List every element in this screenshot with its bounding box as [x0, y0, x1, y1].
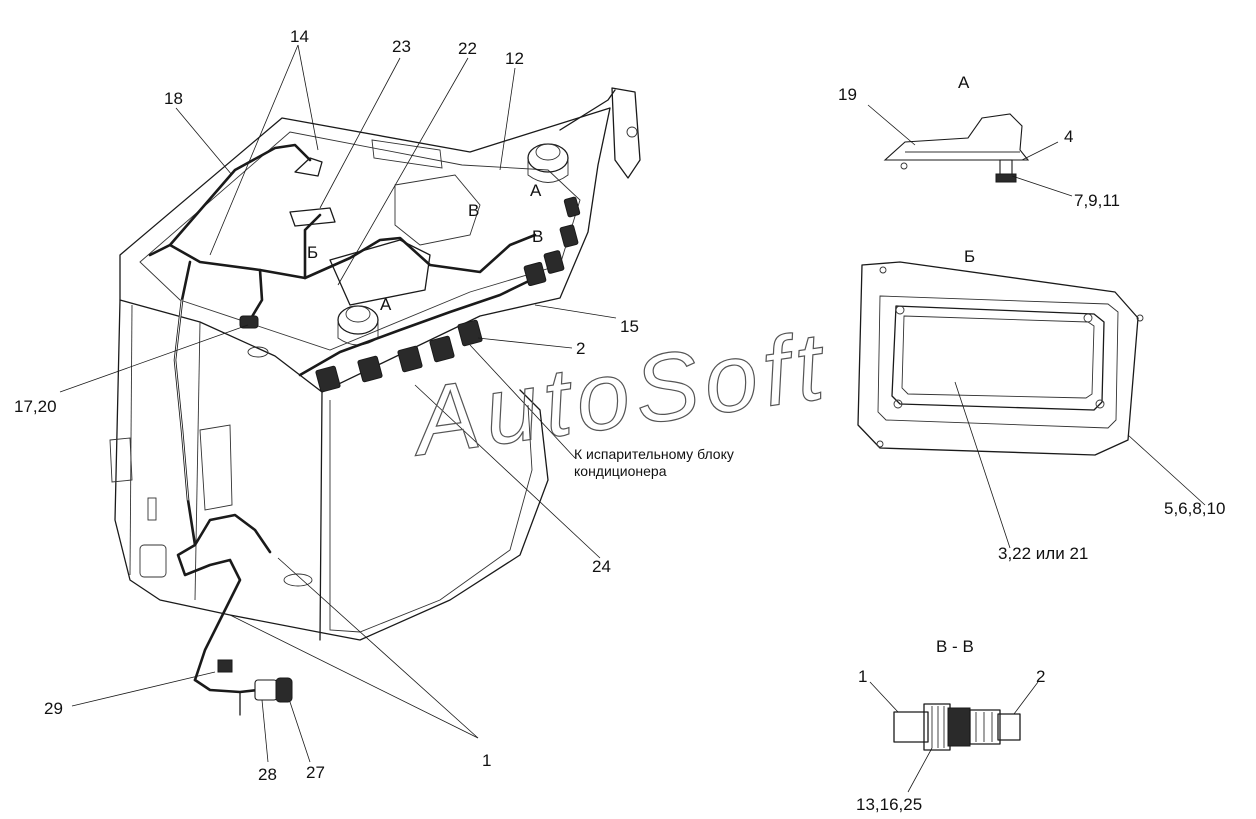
view-b-screw-3: [1095, 399, 1105, 409]
view-a-leader-4: [1021, 141, 1059, 161]
view-a-base-plate: [883, 113, 1030, 161]
view-a-callout-4: 4: [1064, 127, 1073, 146]
front-harness-branch: [298, 276, 537, 377]
view-b-callout-5-6-8-10: 5,6,8,10: [1164, 499, 1225, 518]
cab-side-pillar: [194, 321, 201, 601]
callout-29: 29: [44, 699, 63, 718]
cab-latch: [147, 497, 157, 521]
view-b-screw-1: [895, 305, 905, 315]
callout-15: 15: [620, 317, 639, 336]
view-a-callout-7-9-11: 7,9,11: [1074, 191, 1120, 210]
view-vv-callout-13-16-25: 13,16,25: [856, 795, 922, 814]
roof-panel: [394, 174, 481, 246]
main-harness-highlight: [174, 299, 189, 501]
view-vv-detail: В - В 1 2 13,16,25: [856, 637, 1045, 814]
view-vv-cable-left: [893, 711, 929, 743]
section-mark-a-lower: А: [380, 295, 392, 314]
note-line-1: К испарительному блоку: [574, 446, 734, 462]
connector-17-20: [239, 315, 259, 329]
view-b-screw-4: [893, 399, 903, 409]
callout-28: 28: [258, 765, 277, 784]
callout-23: 23: [392, 37, 411, 56]
view-b-title: Б: [964, 247, 975, 266]
leader-lines: [59, 44, 617, 763]
cab-rear-edge: [129, 304, 133, 576]
roof-lamp-1: [294, 157, 323, 177]
view-b-screw-2: [1083, 313, 1093, 323]
callout-27: 27: [306, 763, 325, 782]
view-vv-leader-13: [907, 747, 933, 793]
view-b-leader-3: [954, 381, 1011, 549]
view-vv-body: [969, 709, 1001, 745]
cab-rear-bracket: [109, 437, 133, 483]
callout-2: 2: [576, 339, 585, 358]
view-a-leader-19: [867, 104, 916, 146]
view-vv-callout-1: 1: [858, 667, 867, 686]
view-a-screw: [900, 162, 908, 170]
cab-roof-hole: [247, 346, 269, 358]
callout-1: 1: [482, 751, 491, 770]
cab-front-glass-edge: [329, 400, 533, 633]
view-a-callout-19: 19: [838, 85, 857, 104]
view-b-glass: [901, 315, 1095, 399]
lower-plug-connector: [193, 659, 293, 716]
view-b-flange-hole-3: [876, 440, 884, 448]
cab-console: [329, 239, 431, 306]
mirror-pivot: [626, 126, 638, 138]
section-mark-v-lower: В: [532, 227, 543, 246]
view-vv-nut: [947, 707, 971, 747]
callout-17-20: 17,20: [14, 397, 57, 416]
roof-lamp-2: [289, 207, 336, 227]
cab-side-handle: [199, 424, 233, 511]
view-vv-leader-2: [1013, 681, 1039, 715]
view-b-leader-5: [1127, 434, 1206, 506]
switch-block-row: [315, 196, 581, 393]
callout-22: 22: [458, 39, 477, 58]
view-vv-title: В - В: [936, 637, 974, 656]
callout-14: 14: [290, 27, 309, 46]
view-b-frame-inner: [891, 305, 1105, 411]
callout-12: 12: [505, 49, 524, 68]
section-mark-b: Б: [307, 243, 318, 262]
speaker-rear: [527, 143, 569, 183]
view-b-flange-hole-2: [1136, 314, 1144, 322]
view-vv-callout-2: 2: [1036, 667, 1045, 686]
main-harness-cable: [148, 143, 537, 682]
view-b-detail: Б 5,6,8,10 3,22 или 21: [857, 247, 1225, 563]
view-b-frame-outer: [877, 295, 1119, 429]
view-b-outer-flange: [857, 261, 1139, 456]
view-b-callout-3-22-21: 3,22 или 21: [998, 544, 1088, 563]
cab-body-outline: [114, 299, 549, 641]
callout-18: 18: [164, 89, 183, 108]
roof-inner-edge: [139, 131, 581, 351]
view-vv-leader-1: [869, 681, 899, 713]
mirror-glass: [611, 87, 641, 179]
note-line-2: кондиционера: [574, 463, 667, 479]
cab-lock-block: [139, 544, 167, 578]
cab-mount-hole: [283, 573, 313, 587]
section-mark-v-upper: В: [468, 201, 479, 220]
cab-assembly: А А Б В В 14 23 22 12 18 1: [14, 27, 734, 784]
view-vv-ridges: [931, 706, 993, 748]
view-a-nut: [995, 173, 1017, 183]
view-vv-cable-right: [997, 713, 1021, 741]
roof-harness-branch: [248, 213, 322, 322]
cab-front-edge: [319, 391, 323, 641]
view-a-title: А: [958, 73, 970, 92]
section-mark-a-upper: А: [530, 181, 542, 200]
view-b-flange-hole-1: [879, 266, 887, 274]
view-a-leader-7-9-11: [1011, 175, 1073, 197]
callout-24: 24: [592, 557, 611, 576]
view-a-detail: А 19 4 7,9,11: [838, 73, 1120, 210]
